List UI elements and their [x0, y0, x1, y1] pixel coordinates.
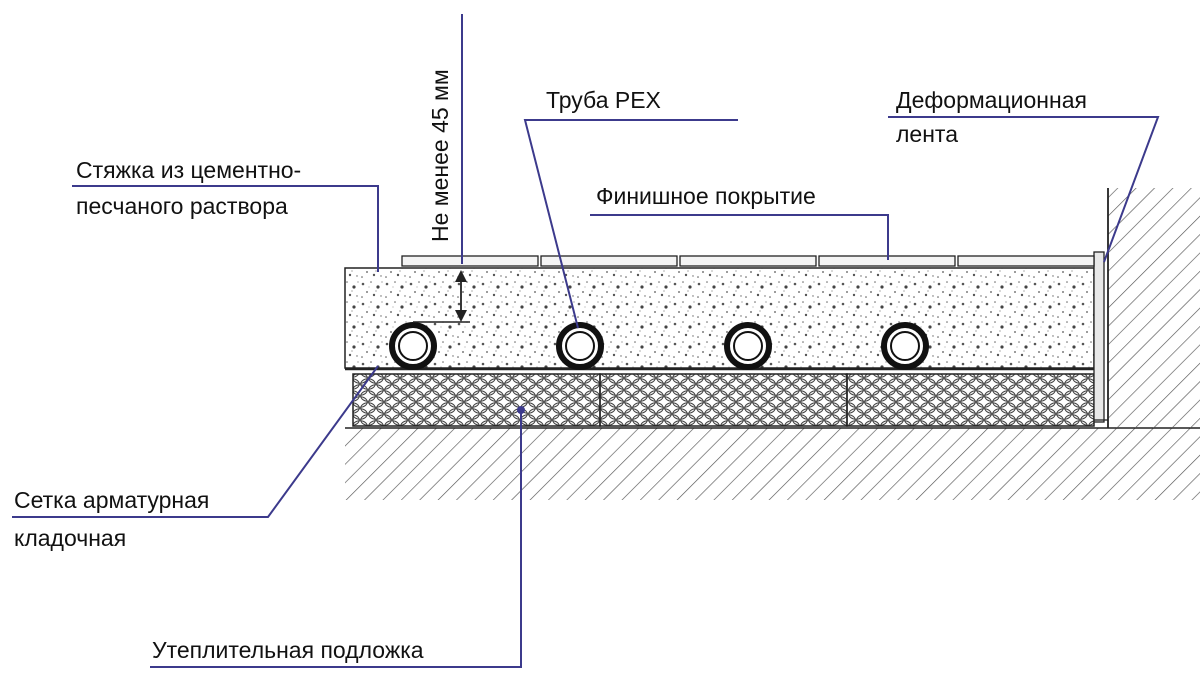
- leader-finish: [590, 214, 889, 260]
- label-mesh-line1: Сетка арматурная: [14, 487, 209, 513]
- leader-insulation: [150, 410, 522, 668]
- pex-pipe-4: [881, 322, 929, 370]
- expansion-tape: [1093, 251, 1105, 423]
- label-insulation: Утеплительная подложка: [152, 637, 424, 663]
- insulation-layer: [352, 373, 1095, 427]
- pex-pipe-3: [724, 322, 772, 370]
- label-min-depth: Не менее 45 мм: [427, 69, 453, 242]
- screed-layer: [344, 267, 1095, 369]
- pex-pipe-1: [389, 322, 437, 370]
- label-screed-line1: Стяжка из цементно-: [76, 157, 301, 183]
- leader-mesh: [12, 365, 379, 518]
- leader-tape: [888, 116, 1160, 263]
- label-finish: Финишное покрытие: [596, 183, 816, 209]
- leader-lines: [12, 116, 1160, 668]
- wall: [1107, 188, 1200, 428]
- leader-pipe: [523, 119, 738, 329]
- label-mesh-line2: кладочная: [14, 525, 126, 551]
- ground-slab: [345, 427, 1200, 500]
- label-pipe: Труба PEX: [546, 87, 661, 113]
- label-tape-line1: Деформационная: [896, 87, 1087, 113]
- depth-dimension: [413, 14, 470, 323]
- label-tape-line2: лента: [896, 121, 958, 147]
- label-screed-line2: песчаного раствора: [76, 193, 288, 219]
- leader-screed: [72, 185, 379, 272]
- pex-pipe-2: [556, 322, 604, 370]
- finish-covering: [401, 255, 1095, 267]
